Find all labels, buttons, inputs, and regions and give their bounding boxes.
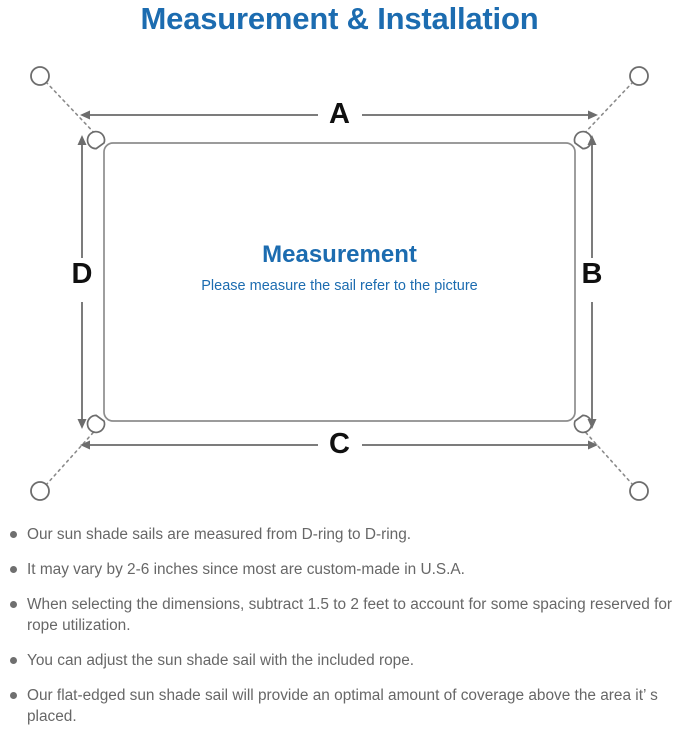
dimension-label-d: D: [71, 258, 93, 290]
list-item: You can adjust the sun shade sail with t…: [0, 650, 679, 671]
bullet-icon: [10, 531, 17, 538]
d-ring-top-right: [573, 130, 593, 150]
sail-body: [103, 142, 576, 422]
page-title: Measurement & Installation: [140, 1, 539, 36]
note-text: Our flat-edged sun shade sail will provi…: [27, 687, 658, 725]
anchor-point-top-left: [30, 66, 50, 86]
sail-center-title: Measurement: [262, 241, 417, 268]
anchor-point-bottom-right: [629, 481, 649, 501]
dimension-label-a: A: [329, 98, 350, 130]
anchor-point-top-right: [629, 66, 649, 86]
note-text: You can adjust the sun shade sail with t…: [27, 652, 415, 669]
d-rings: [86, 130, 593, 434]
bullet-icon: [10, 657, 17, 664]
sail-center-subtitle: Please measure the sail refer to the pic…: [201, 278, 478, 294]
sail-measurement-diagram: A C D B Measurement Please measure the s…: [0, 44, 679, 514]
rope-line-bottom-right: [578, 424, 634, 486]
dimension-arrows: [77, 110, 598, 450]
list-item: When selecting the dimensions, subtract …: [0, 594, 679, 636]
list-item: It may vary by 2-6 inches since most are…: [0, 559, 679, 580]
anchor-point-bottom-left: [30, 481, 50, 501]
rope-line-top-right: [578, 81, 634, 140]
bullet-icon: [10, 566, 17, 573]
note-text: Our sun shade sails are measured from D-…: [27, 526, 412, 543]
d-ring-top-left: [86, 130, 106, 150]
list-item: Our flat-edged sun shade sail will provi…: [0, 685, 679, 727]
bullet-icon: [10, 601, 17, 608]
dimension-label-c: C: [329, 428, 350, 460]
notes-list: Our sun shade sails are measured from D-…: [0, 524, 679, 739]
d-ring-bottom-right: [573, 414, 593, 434]
bullet-icon: [10, 692, 17, 699]
d-ring-bottom-left: [86, 414, 106, 434]
rope-line-top-left: [45, 81, 101, 140]
list-item: Our sun shade sails are measured from D-…: [0, 524, 679, 545]
rope-lines: [45, 81, 634, 486]
rope-line-bottom-left: [45, 424, 101, 486]
anchor-points: [30, 66, 649, 501]
note-text: When selecting the dimensions, subtract …: [27, 596, 673, 634]
note-text: It may vary by 2-6 inches since most are…: [27, 561, 465, 578]
dimension-label-b: B: [581, 258, 603, 290]
diagram-svg: [30, 66, 649, 501]
